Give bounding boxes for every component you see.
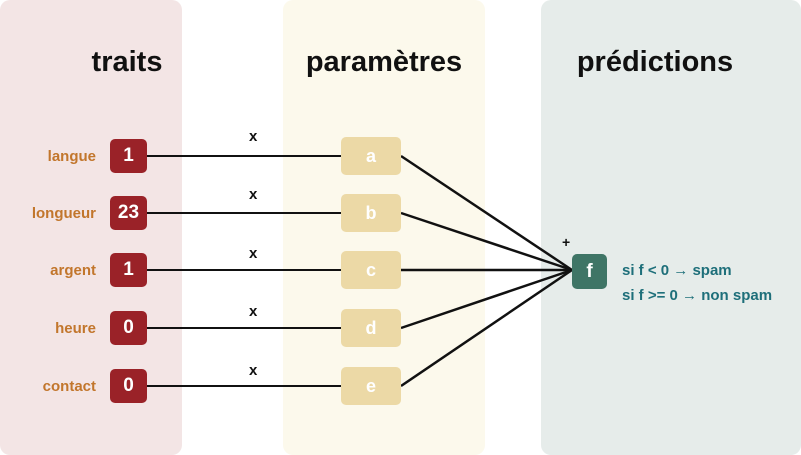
wire-param-0	[400, 154, 573, 272]
feature-value-langue: 1	[110, 139, 147, 173]
wire-param-1	[400, 211, 573, 272]
parameters-heading: paramètres	[305, 46, 463, 78]
wire-param-3	[400, 268, 573, 330]
feature-value-longueur: 23	[110, 196, 147, 230]
feature-value-argent: 1	[110, 253, 147, 287]
parameter-box-d: d	[341, 309, 401, 347]
predictions-panel	[541, 0, 801, 455]
multiply-sign: x	[249, 303, 258, 320]
feature-label-contact: contact	[42, 378, 96, 395]
wire-param-4	[400, 268, 573, 388]
multiply-sign: x	[249, 362, 258, 379]
rule-spam: si f < 0 → spam	[622, 262, 732, 279]
feature-label-heure: heure	[55, 320, 96, 337]
output-node-f: f	[572, 254, 607, 289]
predictions-heading: prédictions	[576, 46, 734, 78]
feature-label-longueur: longueur	[31, 205, 96, 222]
multiply-sign: x	[249, 186, 258, 203]
rule-non-spam: si f >= 0 → non spam	[622, 287, 773, 304]
multiply-sign: x	[249, 128, 258, 145]
parameter-box-b: b	[341, 194, 401, 232]
feature-label-argent: argent	[50, 262, 96, 279]
multiply-sign: x	[249, 245, 258, 262]
traits-panel	[0, 0, 182, 455]
feature-value-heure: 0	[110, 311, 147, 345]
feature-label-langue: langue	[47, 148, 96, 165]
parameter-box-c: c	[341, 251, 401, 289]
parameter-box-e: e	[341, 367, 401, 405]
traits-heading: traits	[91, 46, 163, 78]
sum-sign: +	[562, 234, 571, 250]
feature-value-contact: 0	[110, 369, 147, 403]
parameter-box-a: a	[341, 137, 401, 175]
